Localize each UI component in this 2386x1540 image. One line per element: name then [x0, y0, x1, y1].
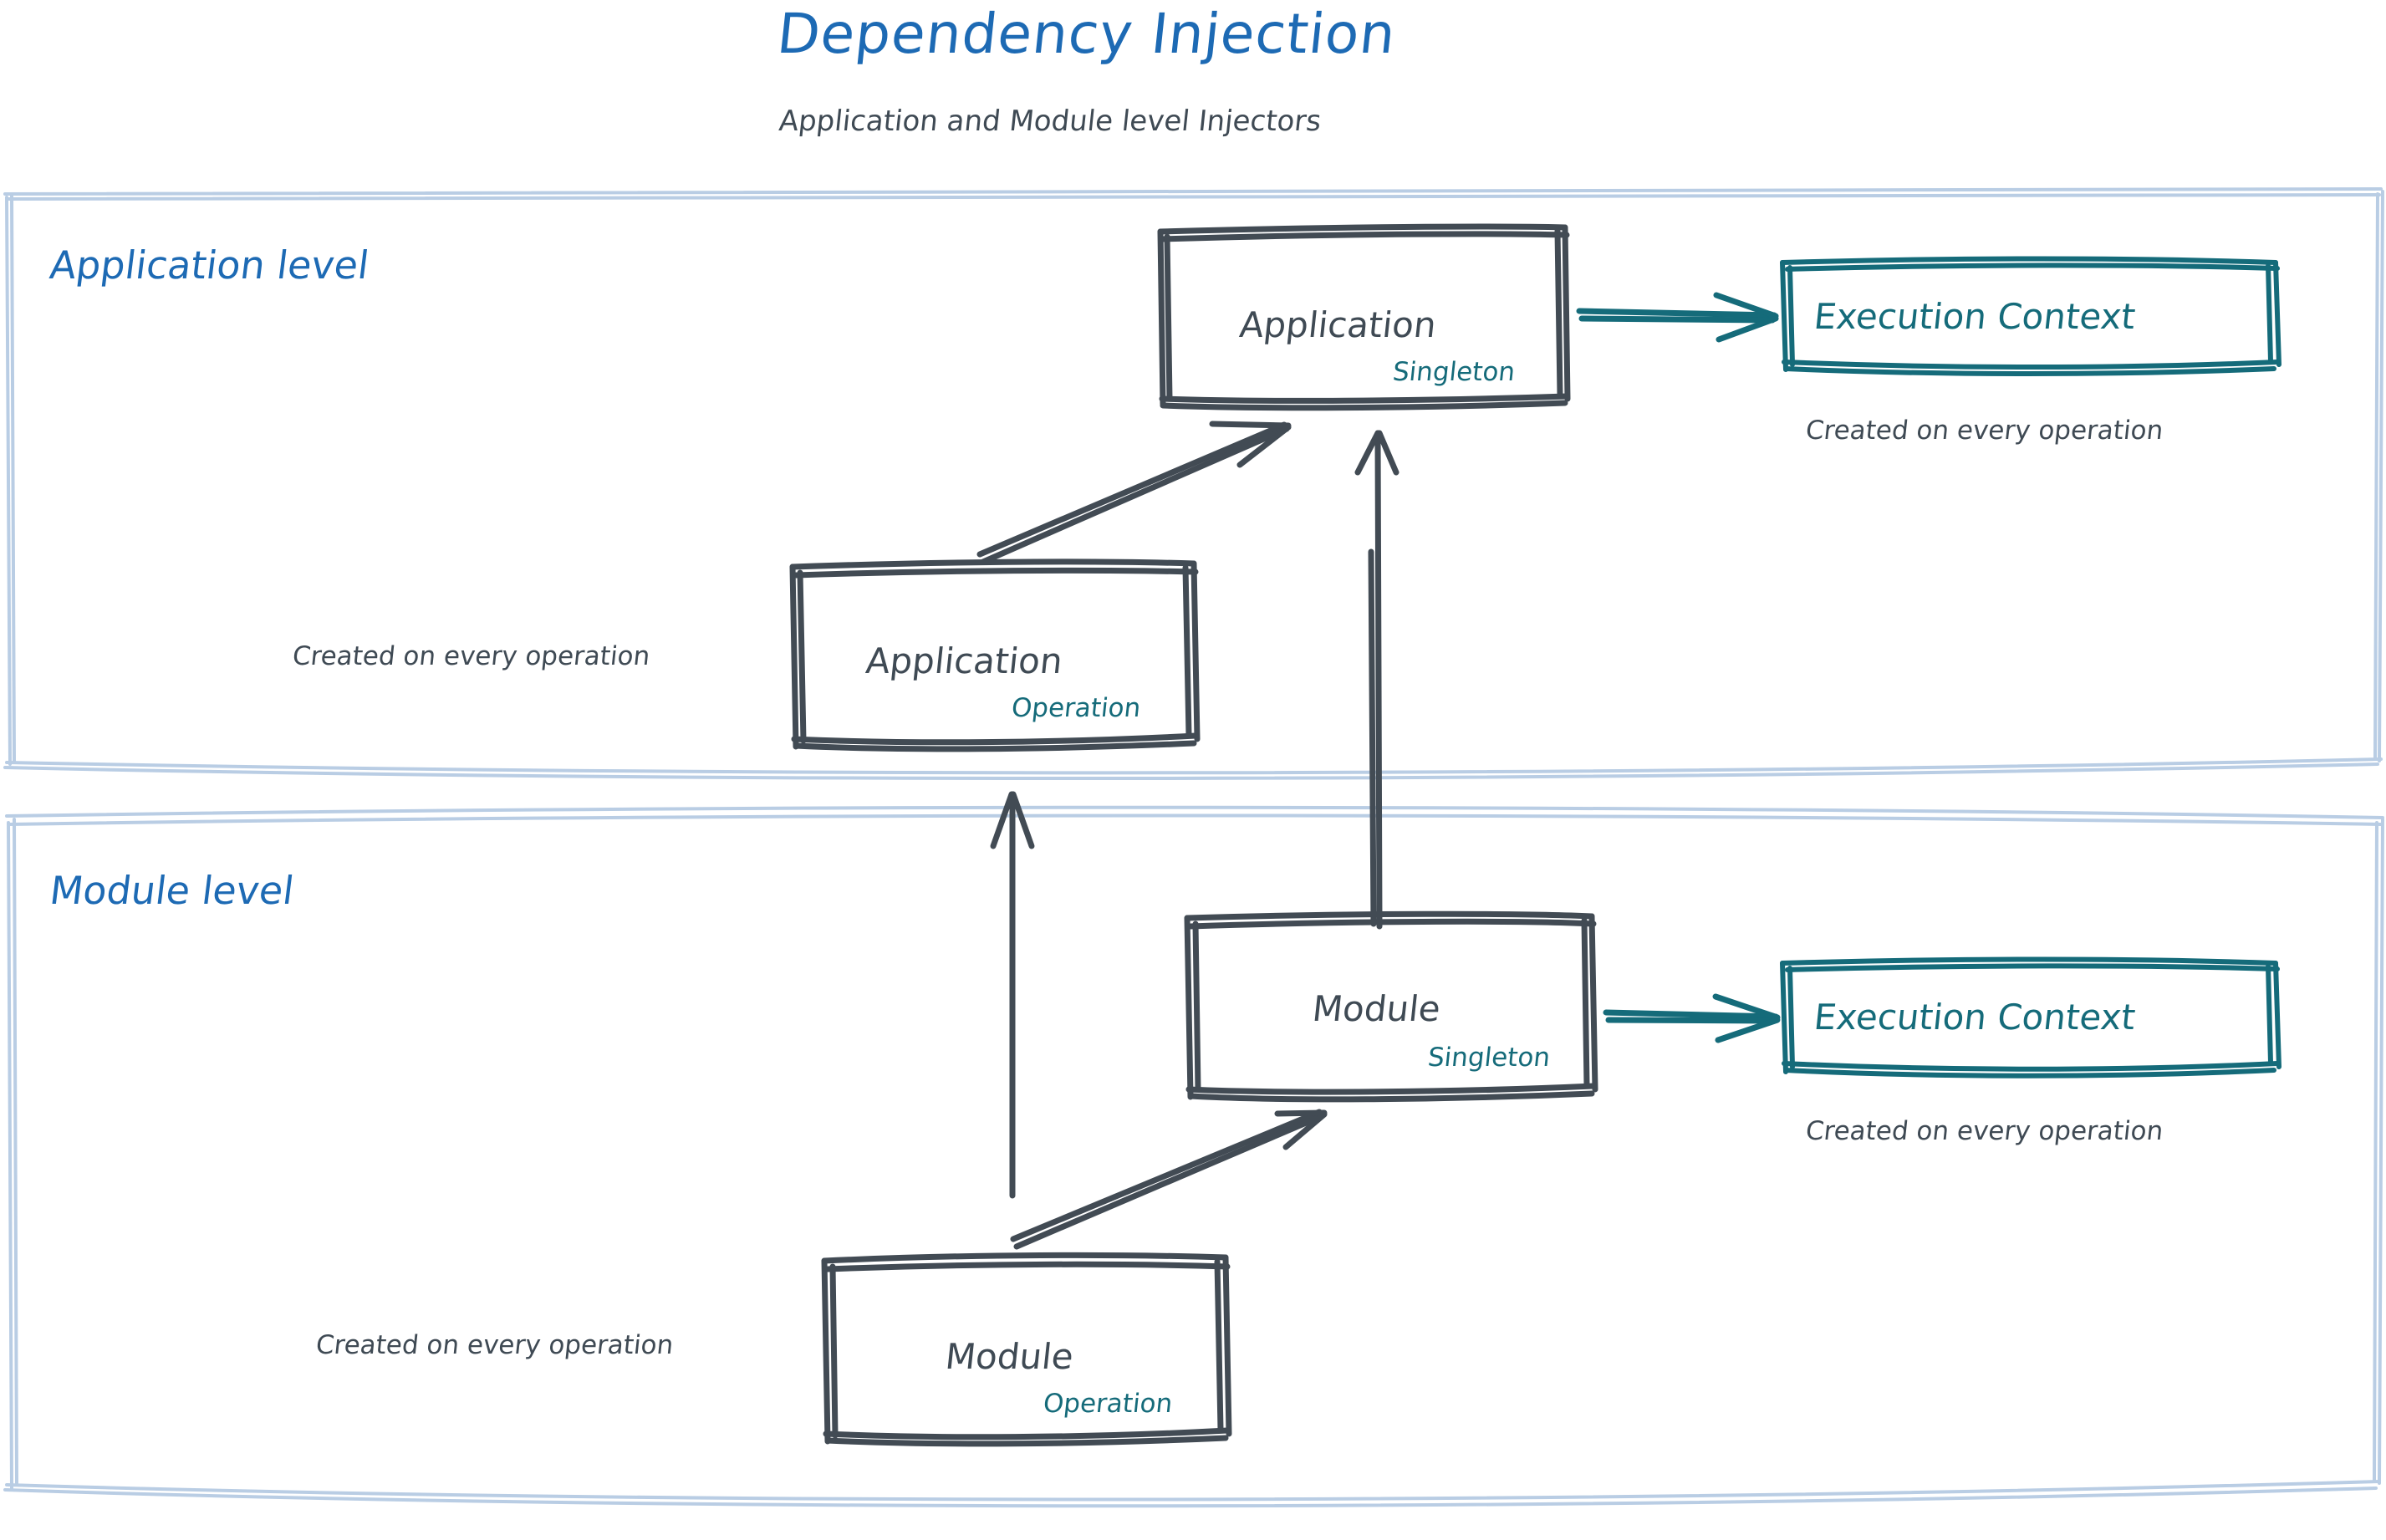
- edge-module-operation-to-application-operation: [990, 791, 1035, 1199]
- node-application-singleton-label: Application: [1237, 304, 1439, 345]
- node-execution-context-module-label: Execution Context: [1812, 997, 2138, 1038]
- node-application-operation[interactable]: Application Operation: [793, 562, 1199, 747]
- node-application-singleton-scope: Singleton: [1391, 357, 1517, 387]
- node-module-singleton-scope: Singleton: [1426, 1043, 1552, 1073]
- node-execution-context-application[interactable]: Execution Context: [1782, 259, 2281, 371]
- edge-module-singleton-to-execution-context: [1603, 993, 1781, 1043]
- node-box-module-operation: [821, 1252, 1232, 1447]
- caption-execution-context-module: Created on every operation: [1804, 1116, 2165, 1146]
- node-box-module-singleton: [1184, 910, 1598, 1103]
- node-module-singleton[interactable]: Module Singleton: [1187, 913, 1597, 1099]
- node-execution-context-application-label: Execution Context: [1812, 296, 2138, 337]
- node-module-operation-scope: Operation: [1042, 1389, 1175, 1419]
- edge-application-operation-to-application-singleton: [976, 421, 1292, 565]
- lane-application-level-border: [3, 187, 2384, 781]
- lane-label-module-level: Module level: [47, 868, 297, 913]
- caption-application-operation: Created on every operation: [291, 641, 652, 671]
- node-box-execution-context-application: [1780, 256, 2281, 376]
- node-module-operation[interactable]: Module Operation: [824, 1256, 1231, 1443]
- page-title: Dependency Injection: [774, 2, 1399, 66]
- edge-module-operation-to-module-singleton: [1010, 1109, 1328, 1250]
- node-execution-context-module[interactable]: Execution Context: [1782, 960, 2281, 1073]
- node-module-operation-label: Module: [943, 1336, 1076, 1377]
- node-box-execution-context-module: [1780, 956, 2281, 1079]
- lane-module-level-border: [3, 805, 2384, 1508]
- edge-module-singleton-to-application-singleton: [1354, 430, 1399, 930]
- node-application-operation-label: Application: [864, 640, 1065, 681]
- node-application-singleton[interactable]: Application Singleton: [1160, 226, 1570, 406]
- caption-module-operation: Created on every operation: [314, 1330, 676, 1360]
- page-subtitle: Application and Module level Injectors: [777, 105, 1323, 138]
- lane-label-application-level: Application level: [47, 242, 372, 288]
- node-application-operation-scope: Operation: [1010, 693, 1143, 723]
- edge-application-singleton-to-execution-context: [1576, 292, 1779, 343]
- node-box-application-operation: [789, 558, 1201, 752]
- node-module-singleton-label: Module: [1310, 988, 1443, 1029]
- caption-execution-context-application: Created on every operation: [1804, 416, 2165, 446]
- node-box-application-singleton: [1157, 223, 1571, 411]
